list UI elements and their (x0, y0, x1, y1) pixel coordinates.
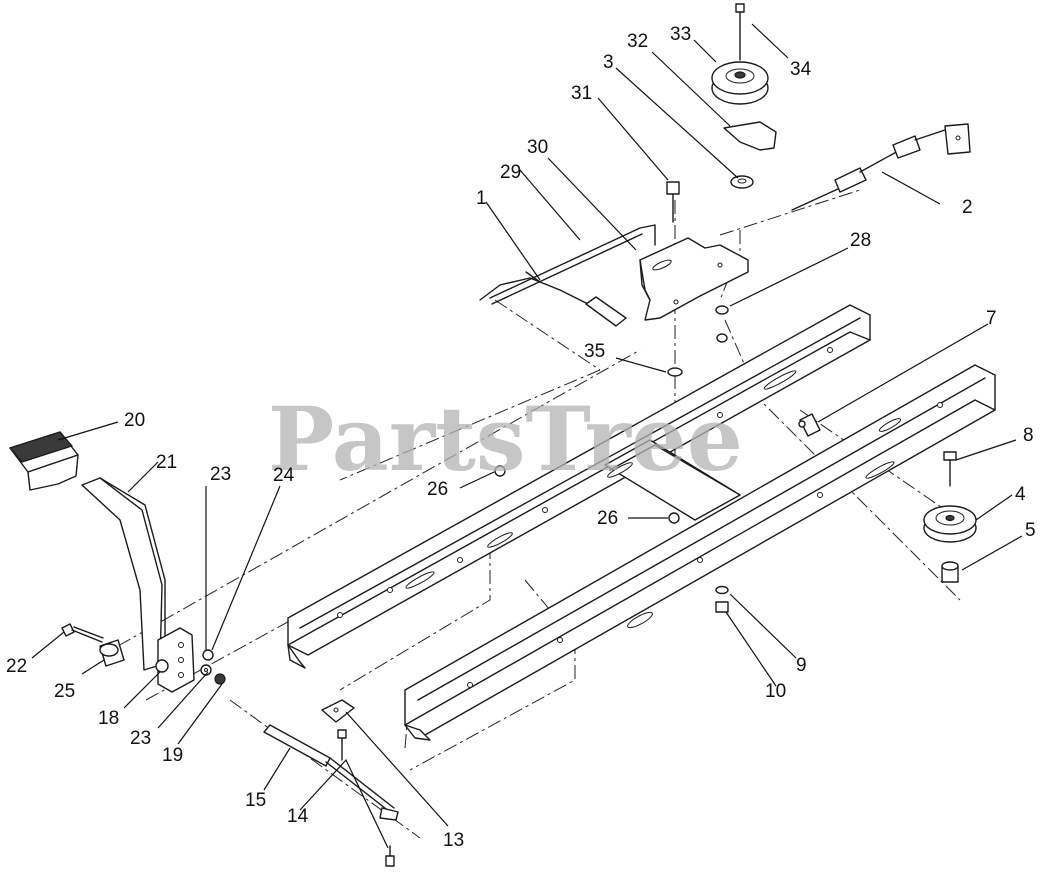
callout-33: 33 (670, 24, 691, 45)
spacer-25 (99, 639, 125, 667)
rail-holes (337, 347, 943, 688)
frame-rail-lower (404, 364, 996, 741)
callout-10: 10 (765, 681, 786, 702)
callout-23-lower: 23 (130, 728, 151, 749)
bolt-22 (61, 623, 104, 643)
spring-assembly-2 (791, 123, 971, 211)
callout-31: 31 (571, 83, 592, 104)
callout-34: 34 (790, 59, 812, 80)
callout-26-lower: 26 (597, 508, 618, 529)
callout-4: 4 (1015, 484, 1026, 505)
bolt-14 (337, 729, 395, 867)
callout-24: 24 (273, 465, 295, 486)
callout-18: 18 (98, 708, 119, 729)
callout-15: 15 (245, 790, 266, 811)
callout-5: 5 (1025, 520, 1036, 541)
rod-15 (263, 724, 399, 821)
callout-9: 9 (796, 655, 807, 676)
pedal-arm (81, 477, 166, 671)
callout-7: 7 (986, 308, 997, 329)
frame-rail-upper (287, 304, 871, 669)
watermark-text: PartsTree (268, 387, 743, 491)
callout-22: 22 (6, 656, 27, 677)
callout-3: 3 (603, 52, 614, 73)
callout-labels: 1 2 3 4 5 7 8 9 10 13 14 15 18 19 20 21 … (6, 24, 1036, 851)
washer-35 (667, 367, 683, 377)
callout-25: 25 (54, 681, 75, 702)
nut-19 (214, 673, 226, 685)
spacer-5 (941, 561, 959, 583)
callout-23-upper: 23 (210, 464, 231, 485)
callout-29: 29 (500, 162, 521, 183)
rod-29 (489, 224, 656, 305)
callout-2: 2 (962, 197, 973, 218)
callout-21: 21 (156, 452, 177, 473)
idler-pulley-33 (711, 61, 769, 105)
frame-crossmember (604, 439, 741, 521)
spring-1 (479, 271, 627, 327)
washer-9 (715, 585, 729, 595)
pulley-4 (923, 505, 977, 543)
nut-26-upper (494, 465, 506, 477)
callout-1: 1 (476, 188, 487, 209)
callout-35: 35 (584, 341, 605, 362)
pedal-bracket (155, 627, 195, 693)
bracket-13 (321, 699, 355, 723)
nut-10 (715, 601, 729, 613)
leader-lines (31, 23, 1023, 849)
nut-28 (715, 305, 729, 343)
callout-14: 14 (287, 806, 309, 827)
callout-19: 19 (162, 745, 183, 766)
idler-bracket-32 (723, 121, 777, 151)
callout-13: 13 (443, 830, 464, 851)
callout-8: 8 (1023, 425, 1034, 446)
bolt-34 (735, 3, 745, 61)
nut-26-lower (668, 512, 680, 524)
bolt-8 (943, 451, 957, 487)
callout-20: 20 (124, 410, 145, 431)
washers-23-24 (200, 649, 214, 676)
callout-28: 28 (850, 230, 871, 251)
bracket-30 (639, 237, 749, 321)
pedal-pad (8, 431, 79, 491)
callout-32: 32 (627, 31, 648, 52)
washer-3 (730, 175, 754, 189)
bolt-31 (666, 181, 680, 223)
callout-30: 30 (527, 137, 548, 158)
fitting-7 (798, 413, 821, 437)
callout-26-upper: 26 (427, 479, 448, 500)
